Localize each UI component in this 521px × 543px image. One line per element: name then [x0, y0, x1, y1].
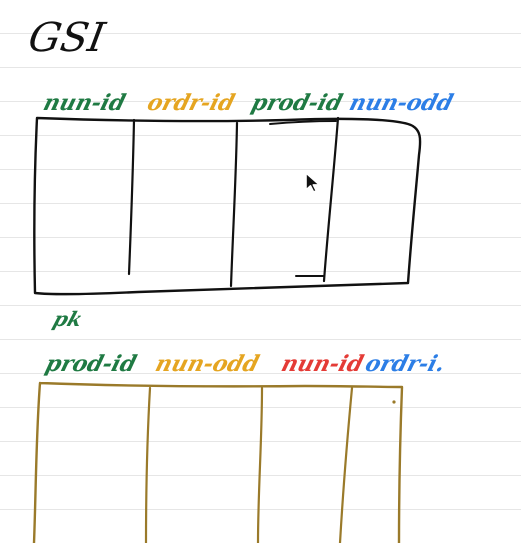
- bottom-table-outline: [32, 381, 404, 543]
- top-table-extra-line-1: [269, 120, 337, 125]
- top-col-div-2: [229, 121, 239, 288]
- bottom-col-div-1: [144, 386, 152, 543]
- bottom-col-div-2: [256, 386, 264, 543]
- bottom-col-div-3: [338, 386, 354, 543]
- top-col-div-1: [127, 118, 136, 276]
- bottom-table-dot: [392, 400, 396, 404]
- top-table-outline: [33, 116, 422, 296]
- top-col-div-3: [322, 116, 340, 283]
